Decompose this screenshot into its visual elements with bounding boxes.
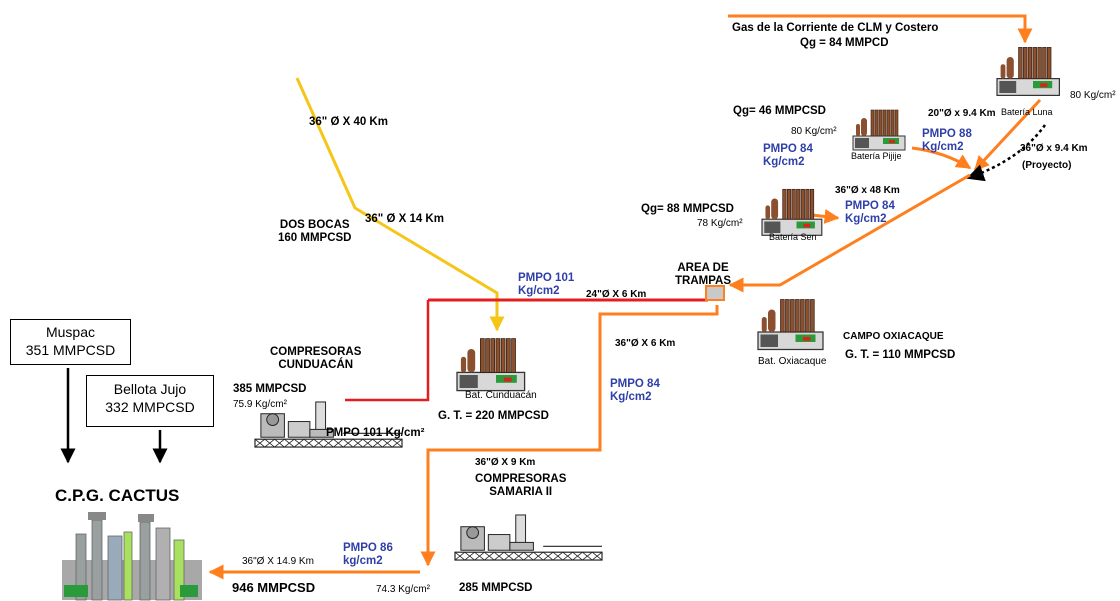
bat-luna-label: Batería Luna	[1001, 107, 1053, 117]
trampas-node	[705, 285, 725, 301]
pipe-clm-feed	[728, 14, 1033, 44]
bat-luna-icon	[996, 47, 1061, 97]
pipe-luna-pijije-label: 20"Ø x 9.4 Km	[928, 108, 996, 119]
sen-flow: Qg= 88 MMPCSD	[641, 203, 734, 215]
bat-pijije-icon	[852, 109, 906, 151]
cunduacan-gt-label: G. T. = 220 MMPCSD	[438, 410, 549, 422]
pressure-743-label: 74.3 Kg/cm²	[376, 584, 430, 595]
pipe-trampas-samaria	[420, 305, 719, 567]
pipe-36x9-label: 36"Ø X 9 Km	[475, 457, 536, 468]
luna-pressure: 80 Kg/cm²	[1070, 90, 1116, 101]
clm-source-title: Gas de la Corriente de CLM y Costero	[732, 22, 939, 34]
pipe-project-dotted	[966, 124, 1047, 182]
pipe-luna-junction	[973, 98, 1042, 172]
pipe-36x40-label: 36" Ø X 40 Km	[309, 116, 388, 128]
pijije-flow: Qg= 46 MMPCSD	[733, 105, 826, 117]
pipe-36x14-label: 36" Ø X 14 Km	[365, 213, 444, 225]
oxiacaque-gt-label: G. T. = 110 MMPCSD	[845, 349, 956, 361]
cactus-plant-icon	[62, 512, 202, 601]
pipe-24x6-label: 24"Ø X 6 Km	[586, 289, 647, 300]
total-flow-label: 946 MMPCSD	[232, 580, 316, 595]
cunduacan-pmpo: PMPO 101 Kg/cm²	[326, 427, 425, 439]
pipe-red-cunduacan	[345, 300, 430, 402]
pijije-pressure: 80 Kg/cm²	[791, 126, 837, 137]
samaria-flow: 285 MMPCSD	[459, 582, 533, 594]
compressor-cunduacan-icon	[254, 401, 403, 448]
compressor-samaria-icon	[454, 514, 603, 561]
clm-source-flow: Qg = 84 MMPCD	[800, 37, 889, 49]
pipe-36x48-label: 36"Ø x 48 Km	[835, 185, 900, 196]
bat-cunduacan-icon	[456, 338, 526, 392]
bat-pijije-label: Batería Pijije	[851, 151, 902, 161]
sen-pressure: 78 Kg/cm²	[697, 218, 743, 229]
oxiacaque-field-label: CAMPO OXIACAQUE	[843, 331, 944, 342]
pipe-36x6-label: 36"Ø X 6 Km	[615, 338, 676, 349]
cactus-title: C.P.G. CACTUS	[55, 486, 180, 505]
pipe-dos-bocas	[295, 77, 505, 332]
bat-oxiacaque-icon	[757, 299, 824, 351]
pipe-sen-feed	[811, 209, 840, 224]
cunduacan-pressure: 75.9 Kg/cm²	[233, 399, 287, 410]
bat-cunduacan-label: Bat. Cunduacán	[465, 390, 537, 401]
bat-oxiacaque-label: Bat. Oxiacaque	[758, 356, 827, 367]
bat-sen-label: Batería Sen	[769, 232, 817, 242]
cunduacan-flow: 385 MMPCSD	[233, 383, 307, 395]
pipe-pijije-junction	[911, 146, 972, 170]
pipe-36x149-label: 36"Ø X 14.9 Km	[242, 556, 314, 567]
bat-sen-icon	[761, 188, 823, 236]
pipe-main-trunk	[728, 173, 971, 293]
project-pipe-label: 36"Ø x 9.4 Km(Proyecto)	[1020, 143, 1088, 171]
